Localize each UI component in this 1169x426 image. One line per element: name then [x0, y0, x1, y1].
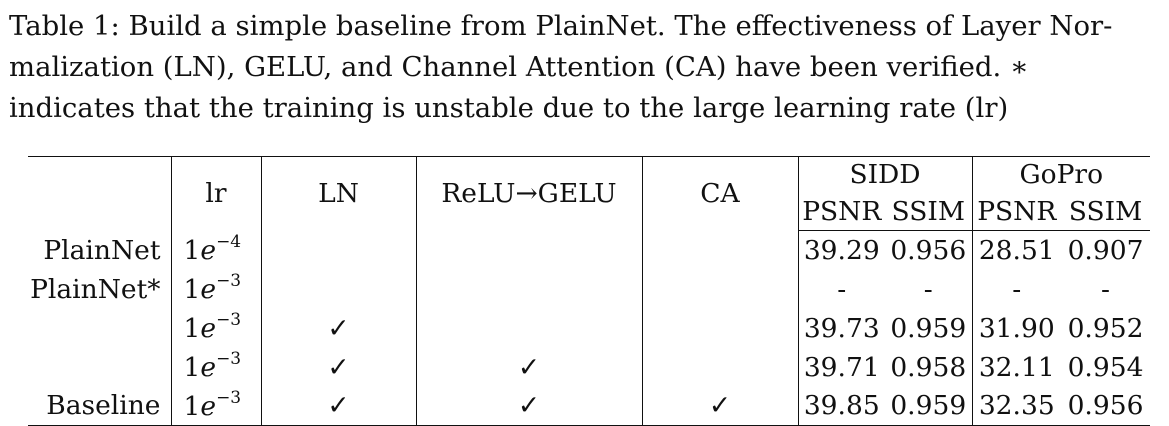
cell-ca — [642, 308, 799, 348]
cell-sidd-psnr: 39.71 — [803, 351, 880, 383]
cell-lr: 1e−4 — [171, 230, 262, 270]
cell-method: Baseline — [28, 386, 172, 426]
cell-gopro-psnr: - — [1012, 273, 1022, 305]
cell-ln: ✓ — [261, 308, 417, 348]
lr-mantissa: 1 — [183, 351, 201, 383]
cell-ln: ✓ — [261, 386, 417, 426]
header-ca: CA — [642, 156, 799, 231]
lr-exponent: −3 — [216, 310, 242, 331]
cell-ln: ✓ — [261, 347, 417, 387]
header-relu-gelu: ReLU→GELU — [416, 156, 643, 231]
cell-ln — [261, 230, 417, 270]
cell-gopro-psnr: 31.90 — [978, 312, 1055, 344]
lr-exponent: −3 — [216, 387, 242, 408]
cell-sidd-ssim: 0.956 — [885, 230, 973, 270]
table-row: PlainNet*1e−3---- — [28, 269, 1150, 309]
cell-relu-gelu: ✓ — [416, 386, 643, 426]
cell-method: PlainNet — [28, 230, 172, 270]
cell-lr: 1e−3 — [171, 386, 262, 426]
cell-gopro-ssim: 0.952 — [1067, 312, 1144, 344]
header-method — [28, 156, 172, 231]
cell-gopro-psnr: 32.35 — [972, 386, 1061, 426]
lr-exponent-base: e — [200, 234, 217, 266]
header-sidd-ssim: SSIM — [885, 192, 973, 231]
cell-sidd-ssim: 0.959 — [885, 308, 973, 348]
lr-exponent: −3 — [216, 271, 242, 292]
caption-line-1: Table 1: Build a simple baseline from Pl… — [9, 10, 1113, 42]
results-table: lr LN ReLU→GELU CA SIDD GoPro PSNR SSIM … — [28, 156, 1151, 426]
lr-exponent: −3 — [216, 349, 242, 370]
cell-sidd-ssim: - — [885, 269, 973, 309]
cell-ca — [642, 269, 799, 309]
subheader-row: PSNR SSIM PSNR SSIM — [28, 192, 1151, 231]
cell-ca — [642, 347, 799, 387]
cell-lr: 1e−3 — [171, 269, 262, 309]
header-sidd: SIDD — [798, 156, 973, 193]
cell-gopro-ssim: - — [1101, 273, 1110, 305]
cell-relu-gelu — [416, 269, 643, 309]
cell-method — [28, 308, 172, 348]
cell-relu-gelu — [416, 230, 643, 270]
cell-relu-gelu: ✓ — [416, 347, 643, 387]
cell-method: PlainNet* — [28, 269, 172, 309]
lr-exponent: −4 — [216, 232, 242, 253]
cell-lr: 1e−3 — [171, 308, 262, 348]
lr-exponent-base: e — [200, 390, 217, 422]
lr-mantissa: 1 — [183, 273, 201, 305]
cell-sidd-psnr: - — [837, 273, 847, 305]
cell-sidd-ssim: 0.958 — [885, 347, 973, 387]
header-row: lr LN ReLU→GELU CA SIDD GoPro — [28, 156, 1151, 231]
lr-mantissa: 1 — [183, 234, 201, 266]
header-gopro-psnr: PSNR — [972, 192, 1061, 231]
cell-gopro-psnr: 32.11 — [978, 351, 1055, 383]
cell-gopro-ssim: 0.956 — [1061, 386, 1151, 426]
cell-gopro-ssim: 0.954 — [1067, 351, 1144, 383]
header-ln: LN — [261, 156, 417, 231]
cell-method — [28, 347, 172, 387]
caption-line-3: indicates that the training is unstable … — [9, 92, 1009, 124]
caption-line-2: malization (LN), GELU, and Channel Atten… — [9, 51, 1029, 83]
cell-gopro-psnr: 28.51 — [978, 234, 1055, 266]
cell-sidd-psnr: 39.29 — [803, 234, 880, 266]
lr-exponent-base: e — [200, 312, 217, 344]
header-sidd-psnr: PSNR — [798, 192, 885, 231]
lr-exponent-base: e — [200, 351, 217, 383]
lr-exponent-base: e — [200, 273, 217, 305]
header-gopro: GoPro — [972, 156, 1151, 193]
cell-gopro-ssim: 0.907 — [1067, 234, 1144, 266]
cell-sidd-ssim: 0.959 — [885, 386, 973, 426]
cell-sidd-psnr: 39.73 — [803, 312, 880, 344]
cell-ca: ✓ — [642, 386, 799, 426]
cell-ln — [261, 269, 417, 309]
header-gopro-ssim: SSIM — [1061, 192, 1151, 231]
lr-mantissa: 1 — [183, 312, 201, 344]
cell-lr: 1e−3 — [171, 347, 262, 387]
cell-relu-gelu — [416, 308, 643, 348]
header-lr: lr — [171, 156, 262, 231]
table-caption: Table 1: Build a simple baseline from Pl… — [9, 6, 1159, 129]
lr-mantissa: 1 — [183, 390, 201, 422]
cell-ca — [642, 230, 799, 270]
cell-sidd-psnr: 39.85 — [798, 386, 885, 426]
